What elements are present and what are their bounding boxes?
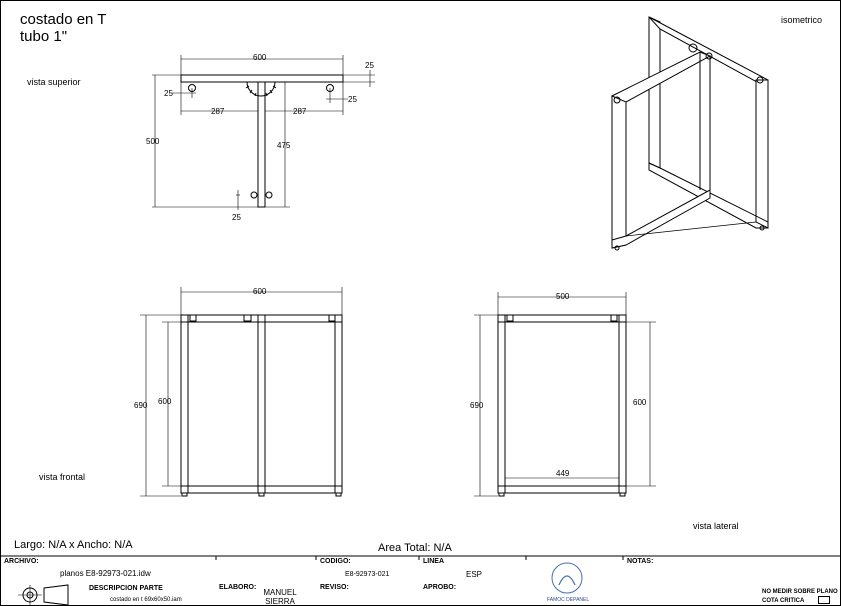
front-top-rail (180, 314, 343, 323)
note-cota-critica: COTA CRITICA (762, 598, 805, 604)
side-bottom-rail (497, 485, 627, 494)
front-leg-left (180, 314, 189, 494)
elaboro-value: MANUEL SIERRA (263, 588, 297, 606)
dimension-labels: 600 25 25 25 287 287 500 475 25 600 690 … (134, 53, 647, 478)
company-logo-icon (551, 562, 583, 594)
dim-top-right-offset: 25 (348, 95, 357, 104)
label-iso-view: isometrico (781, 15, 823, 25)
title-line-1: costado en T (20, 11, 107, 28)
dim-front-outer-h: 690 (134, 401, 148, 410)
area-summary: Area Total: N/A (378, 542, 452, 554)
note-no-medir: NO MEDIR SOBRE PLANO (762, 589, 838, 595)
label-front-view: vista frontal (39, 472, 86, 482)
front-bottom-rail (180, 485, 343, 494)
notas-header: NOTAS: (627, 558, 654, 565)
reviso-header: REVISO: (320, 584, 349, 591)
technical-drawing: 600 25 25 25 287 287 500 475 25 600 690 … (0, 16, 841, 560)
top-gear-joint (246, 81, 276, 97)
top-view-crossbar (180, 74, 344, 83)
dim-top-thick: 25 (365, 61, 374, 70)
front-view (140, 287, 343, 497)
side-top-rail (497, 314, 627, 323)
top-bracket-bottom-left (250, 191, 258, 199)
dim-top-left-half: 287 (211, 107, 225, 116)
company-logo-text: FAMOC DEPANEL (547, 597, 590, 603)
linea-header: LINEA (423, 558, 444, 565)
elaboro-header: ELABORO: (219, 584, 257, 591)
side-leg-right (618, 314, 627, 494)
desc-header: DESCRIPCION PARTE (89, 585, 163, 592)
desc-value: costado en t 69x60x50.iam (110, 597, 182, 603)
front-leg-middle (257, 314, 266, 494)
dim-top-width: 600 (253, 53, 267, 62)
dim-front-width: 600 (253, 287, 267, 296)
archivo-header: ARCHIVO: (4, 558, 39, 565)
aprobo-header: APROBO: (423, 584, 457, 591)
dim-side-outer-h: 690 (470, 401, 484, 410)
size-summary: Largo: N/A x Ancho: N/A (14, 539, 133, 551)
dim-top-left-offset: 25 (164, 89, 173, 98)
dim-side-inner-h: 600 (633, 398, 647, 407)
top-bracket-bottom-right (265, 191, 273, 199)
front-leg-right (334, 314, 343, 494)
critical-dimension-box (818, 596, 830, 604)
archivo-value: planos E8-92973-021.idw (60, 569, 151, 578)
dim-top-bottom: 25 (232, 213, 241, 222)
dim-top-stem: 475 (277, 141, 291, 150)
top-view (152, 55, 375, 210)
linea-value: ESP (466, 570, 483, 579)
label-side-view: vista lateral (693, 521, 739, 531)
title-line-2: tubo 1" (20, 28, 68, 45)
projection-symbol-icon (18, 584, 69, 606)
side-leg-left (497, 314, 506, 494)
codigo-value: E8-92973-021 (345, 571, 390, 578)
top-view-stem (257, 81, 266, 208)
dim-side-width: 500 (556, 292, 570, 301)
dim-top-right-half: 287 (293, 107, 307, 116)
dim-side-inner-w: 449 (556, 469, 570, 478)
dim-front-inner-h: 600 (158, 397, 172, 406)
label-top-view: vista superior (27, 77, 81, 87)
isometric-view (610, 16, 769, 251)
side-view (474, 292, 656, 497)
codigo-header: CODIGO: (320, 558, 351, 565)
dim-top-depth: 500 (146, 137, 160, 146)
title-block-lines (0, 555, 841, 560)
